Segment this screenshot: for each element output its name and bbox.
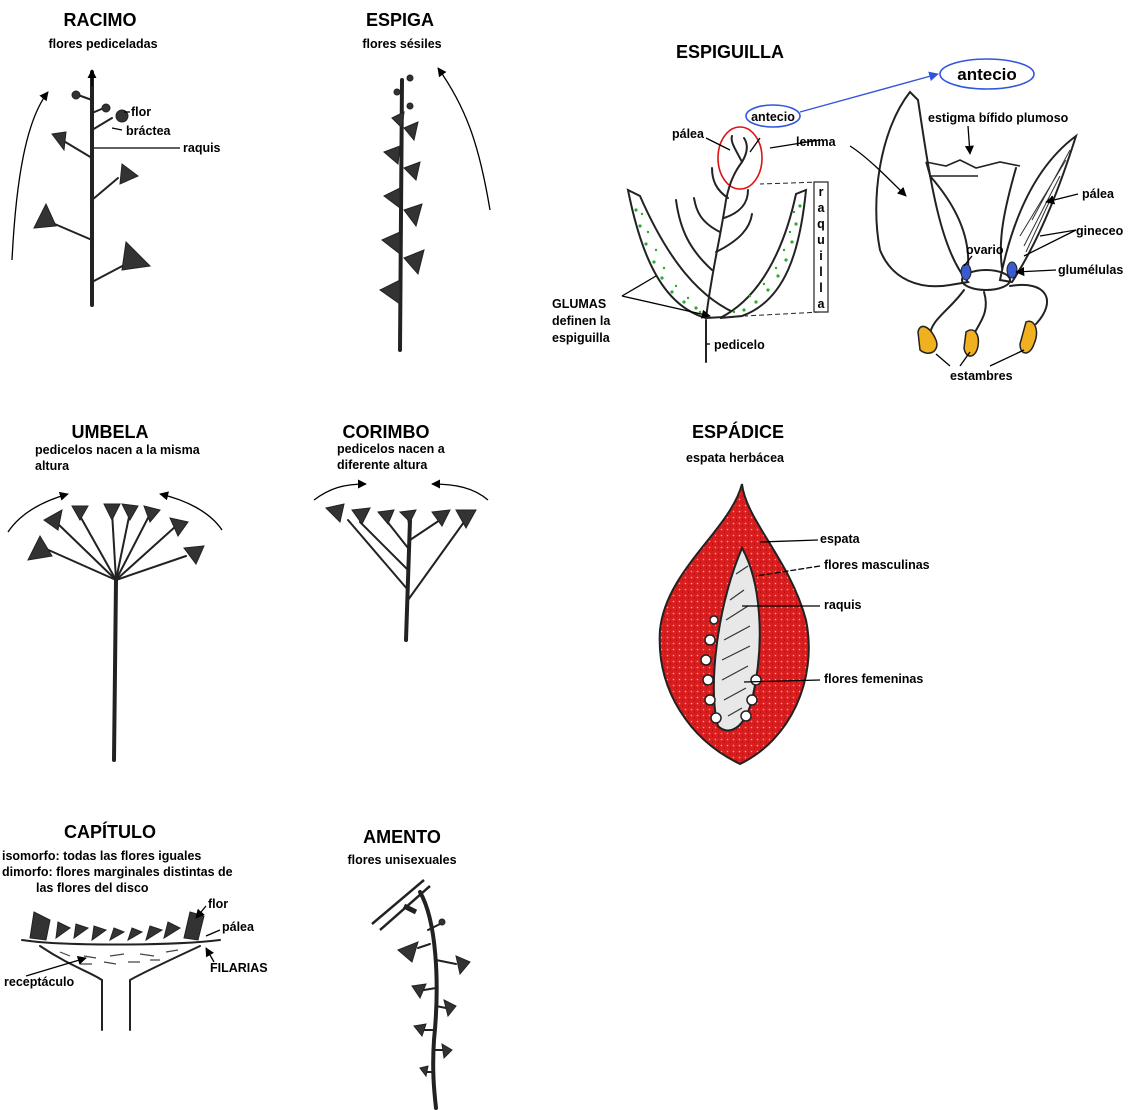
floret-drawing: [850, 92, 1078, 366]
amento-group: AMENTO flores unisexuales: [347, 827, 470, 1108]
espadice-group: ESPÁDICE espata herbácea espata flores m…: [660, 421, 930, 764]
espadice-drawing: [660, 484, 820, 764]
amento-title: AMENTO: [363, 827, 441, 847]
flores-masculinas-label: flores masculinas: [824, 558, 930, 572]
flores-femeninas-label: flores femeninas: [824, 672, 923, 686]
espiga-drawing: [380, 68, 490, 350]
capitulo-group: CAPÍTULO isomorfo: todas las flores igua…: [2, 821, 268, 1030]
estigma-label: estigma bífido plumoso: [928, 111, 1069, 125]
svg-text:l: l: [819, 281, 822, 295]
glumas-label-line2: definen la: [552, 314, 611, 328]
espiga-group: ESPIGA flores sésiles: [362, 10, 490, 350]
capitulo-drawing: [22, 906, 220, 1030]
antecio-small-label: antecio: [751, 110, 795, 124]
umbela-subtitle-line2: altura: [35, 459, 70, 473]
corimbo-drawing: [314, 484, 488, 640]
espiga-title: ESPIGA: [366, 10, 434, 30]
umbela-drawing: [8, 494, 222, 760]
svg-text:u: u: [817, 233, 825, 247]
glumas-label-line1: GLUMAS: [552, 297, 606, 311]
racimo-title: RACIMO: [64, 10, 137, 30]
racimo-drawing: [12, 70, 180, 305]
svg-text:q: q: [817, 217, 825, 231]
umbela-group: UMBELA pedicelos nacen a la misma altura: [8, 422, 222, 760]
espadice-raquis-label: raquis: [824, 598, 862, 612]
umbela-title: UMBELA: [72, 422, 149, 442]
lemma-label: lemma: [796, 135, 837, 149]
racimo-flor-label: flor: [131, 105, 151, 119]
svg-text:r: r: [819, 185, 824, 199]
gineceo-label: gineceo: [1076, 224, 1124, 238]
pedicelo-label: pedicelo: [714, 338, 765, 352]
corimbo-subtitle-line1: pedicelos nacen a: [337, 442, 446, 456]
capitulo-subtitle-line1: isomorfo: todas las flores iguales: [2, 849, 201, 863]
capitulo-subtitle-line2: dimorfo: flores marginales distintas de: [2, 865, 233, 879]
capitulo-flor-label: flor: [208, 897, 228, 911]
palea-label: pálea: [672, 127, 705, 141]
ovario-label: ovario: [966, 243, 1004, 257]
racimo-subtitle: flores pediceladas: [48, 37, 157, 51]
racimo-group: RACIMO flores pediceladas flor bráctea r…: [12, 10, 221, 305]
capitulo-subtitle-line3: las flores del disco: [36, 881, 149, 895]
spikelet-drawing: [622, 136, 828, 362]
capitulo-palea-label: pálea: [222, 920, 255, 934]
svg-text:i: i: [819, 249, 822, 263]
espiguilla-group: ESPIGUILLA antecio antecio: [552, 42, 1124, 383]
espata-label: espata: [820, 532, 861, 546]
umbela-subtitle-line1: pedicelos nacen a la misma: [35, 443, 201, 457]
espiguilla-title: ESPIGUILLA: [676, 42, 784, 62]
estambres-label: estambres: [950, 369, 1013, 383]
capitulo-title: CAPÍTULO: [64, 821, 156, 842]
receptaculo-label: receptáculo: [4, 975, 75, 989]
glumelulas-label: glumélulas: [1058, 263, 1123, 277]
svg-text:a: a: [818, 201, 826, 215]
corimbo-subtitle-line2: diferente altura: [337, 458, 428, 472]
espiga-subtitle: flores sésiles: [362, 37, 441, 51]
palea-right-label: pálea: [1082, 187, 1115, 201]
espadice-subtitle: espata herbácea: [686, 451, 785, 465]
svg-text:a: a: [818, 297, 826, 311]
filarias-label: FILARIAS: [210, 961, 268, 975]
antecio-big-label: antecio: [957, 65, 1017, 84]
amento-drawing: [372, 880, 470, 1108]
espadice-title: ESPÁDICE: [692, 421, 784, 442]
corimbo-title: CORIMBO: [343, 422, 430, 442]
corimbo-group: CORIMBO pedicelos nacen a diferente altu…: [314, 422, 488, 640]
svg-text:l: l: [819, 265, 822, 279]
glumas-label-line3: espiguilla: [552, 331, 611, 345]
racimo-bractea-label: bráctea: [126, 124, 172, 138]
racimo-raquis-label: raquis: [183, 141, 221, 155]
amento-subtitle: flores unisexuales: [347, 853, 456, 867]
